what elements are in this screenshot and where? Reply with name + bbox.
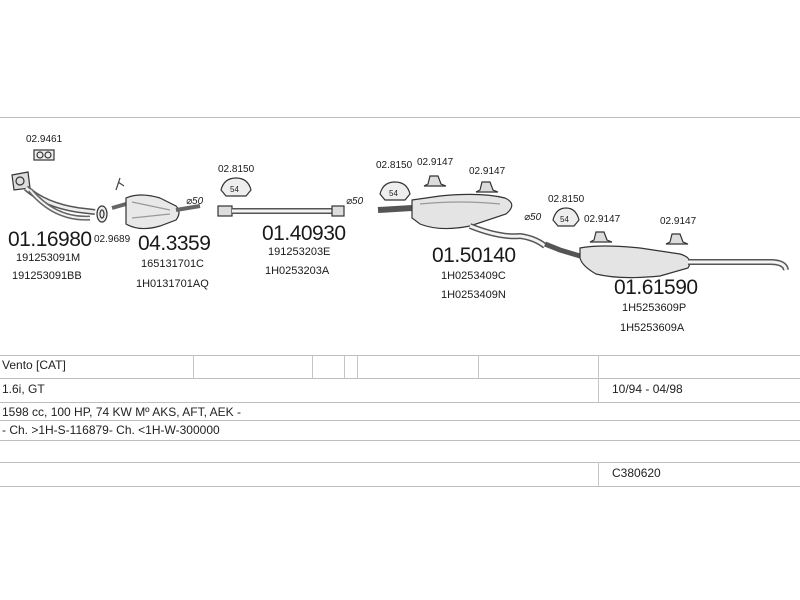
oe-number: 1H0253409N bbox=[441, 289, 506, 301]
part-label-clip: 02.8150 bbox=[376, 160, 413, 171]
pipe-diameter-label: ⌀50 bbox=[524, 212, 542, 223]
table-rule bbox=[0, 420, 800, 421]
pipe-clamp-icon bbox=[552, 207, 580, 227]
part-label-clip: 02.9689 bbox=[94, 234, 131, 245]
table-divider bbox=[478, 355, 479, 378]
table-rule bbox=[0, 462, 800, 463]
table-divider bbox=[344, 355, 345, 378]
oe-number: 1H5253609A bbox=[620, 322, 685, 334]
table-rule bbox=[0, 355, 800, 356]
table-divider bbox=[193, 355, 194, 378]
clamp-size-label: 54 bbox=[560, 215, 569, 224]
rear-silencer-icon bbox=[544, 241, 789, 279]
part-label-clip: 02.9461 bbox=[26, 134, 63, 145]
middle-silencer-icon bbox=[377, 193, 547, 249]
oe-number: 191253091BB bbox=[12, 270, 82, 282]
part-number-main: 01.40930 bbox=[262, 222, 346, 245]
clamp-size-label: 54 bbox=[389, 189, 398, 198]
part-label-clip: 02.9147 bbox=[417, 157, 454, 168]
oe-number: 1H0131701AQ bbox=[136, 278, 209, 290]
oe-number: 1H5253609P bbox=[622, 302, 687, 314]
oe-number: 191253091M bbox=[16, 252, 81, 264]
vehicle-model: Vento [CAT] bbox=[2, 358, 66, 372]
middle-pipe-icon bbox=[217, 205, 345, 217]
pipe-diameter-label: ⌀50 bbox=[186, 196, 204, 207]
table-rule bbox=[0, 402, 800, 403]
gasket-clamp-icon bbox=[33, 149, 55, 161]
pipe-clamp-icon bbox=[379, 181, 411, 201]
oe-number: 165131701C bbox=[141, 258, 205, 270]
pipe-gasket-icon bbox=[96, 205, 108, 223]
part-label-clip: 02.8150 bbox=[548, 194, 585, 205]
table-rule bbox=[0, 440, 800, 441]
rubber-mount-icon bbox=[423, 175, 447, 187]
table-divider bbox=[598, 355, 599, 402]
oe-number: 191253203E bbox=[268, 246, 331, 258]
engine-variant: 1.6i, GT bbox=[2, 382, 45, 396]
engine-specs: 1598 cc, 100 HP, 74 KW Mº AKS, AFT, AEK … bbox=[2, 405, 241, 419]
oe-number: 1H0253409C bbox=[441, 270, 506, 282]
part-label-clip: 02.9147 bbox=[469, 166, 506, 177]
diagram-top-border bbox=[0, 117, 800, 118]
system-code: C380620 bbox=[612, 466, 661, 480]
part-label-clip: 02.9147 bbox=[584, 214, 621, 225]
pipe-clamp-icon bbox=[220, 177, 252, 197]
front-pipe-icon bbox=[11, 171, 96, 221]
part-number-main: 01.61590 bbox=[614, 276, 698, 299]
exhaust-parts-drawing: 54 54 54 bbox=[11, 149, 789, 279]
part-label-clip: 02.9147 bbox=[660, 216, 697, 227]
rubber-mount-icon bbox=[475, 181, 499, 193]
rubber-mount-icon bbox=[589, 231, 613, 243]
table-divider bbox=[598, 462, 599, 486]
table-rule bbox=[0, 486, 800, 487]
part-number-main: 01.16980 bbox=[8, 228, 92, 251]
part-label-clip: 02.8150 bbox=[218, 164, 255, 175]
production-dates: 10/94 - 04/98 bbox=[612, 382, 683, 396]
catalytic-converter-icon bbox=[111, 177, 201, 230]
chassis-range: - Ch. >1H-S-116879- Ch. <1H-W-300000 bbox=[2, 423, 220, 437]
part-number-main: 04.3359 bbox=[138, 232, 211, 255]
pipe-diameter-label: ⌀50 bbox=[346, 196, 364, 207]
part-number-main: 01.50140 bbox=[432, 244, 516, 267]
clamp-size-label: 54 bbox=[230, 185, 239, 194]
oe-number: 1H0253203A bbox=[265, 265, 330, 277]
table-divider bbox=[312, 355, 313, 378]
table-rule bbox=[0, 378, 800, 379]
rubber-mount-icon bbox=[665, 233, 689, 245]
table-divider bbox=[357, 355, 358, 378]
